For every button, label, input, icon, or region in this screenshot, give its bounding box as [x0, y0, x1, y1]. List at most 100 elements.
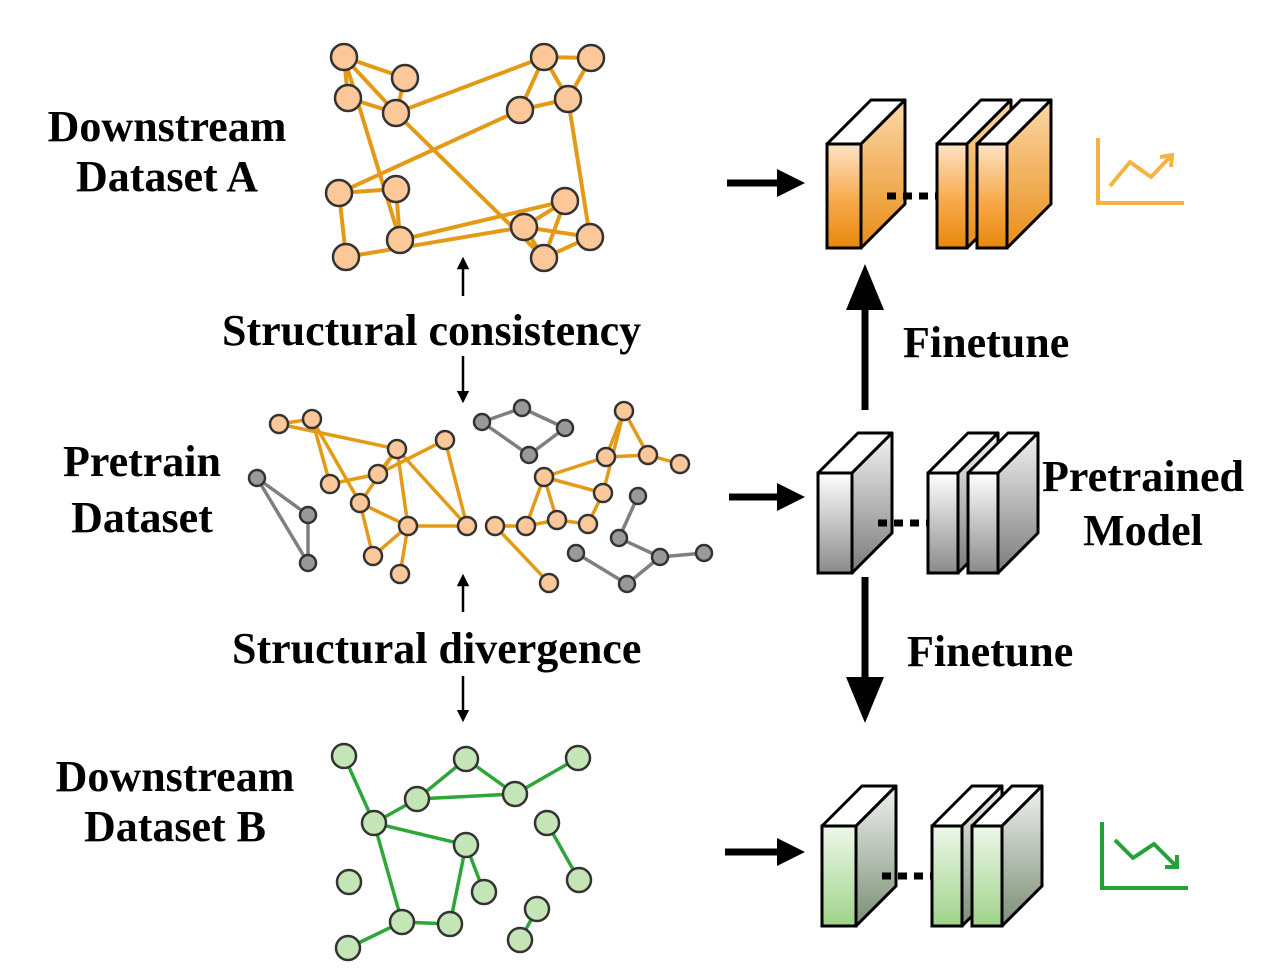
graph-downstream-b-node: [335, 868, 363, 896]
graph-pretrain-orange-node: [533, 466, 555, 488]
graph-downstream-b-node: [452, 831, 480, 859]
graph-pretrain-orange-edge: [278, 422, 398, 451]
downstream-dataset-b-line2: Dataset B: [83, 802, 267, 851]
model-pretrained-layer-1: [816, 431, 894, 575]
model-downstream-b-layer-1-front: [820, 824, 858, 928]
graph-downstream-b: [330, 742, 593, 962]
model-downstream-a-layer-1: [825, 98, 907, 250]
graph-pretrain-gray-left-node: [298, 505, 318, 525]
arrow-finetune-up-head: [846, 264, 884, 310]
graph-downstream-a-node: [529, 42, 559, 72]
pretrain-dataset-line1: Pretrain: [62, 437, 222, 486]
graph-pretrain-orange-node: [362, 545, 384, 567]
downstream-dataset-b-line1: Downstream: [55, 752, 295, 801]
model-downstream-b-layer-2-front: [930, 824, 964, 928]
arrow-to-pretrained-model-head: [777, 483, 805, 511]
graph-downstream-a-edge: [399, 199, 566, 242]
graph-pretrain-orange-edge: [377, 438, 446, 476]
graph-downstream-a-node: [509, 212, 539, 242]
graph-pretrain-orange-edge: [310, 418, 362, 504]
model-pretrained: [816, 431, 1040, 575]
pretrained-model-line2: Model: [1083, 506, 1203, 555]
graph-downstream-b-node: [533, 809, 561, 837]
graph-pretrain-gray-top-node: [512, 398, 532, 418]
graph-pretrain-orange-node: [515, 515, 537, 537]
model-pretrained-layer-3-front: [966, 471, 1000, 575]
arrow-to-model-b: [725, 838, 805, 866]
graph-pretrain-gray-right-node: [650, 547, 670, 567]
graph-pretrain-gray-top-edge: [480, 420, 531, 457]
graph-pretrain-gray-top-node: [519, 445, 539, 465]
model-pretrained-layer-3: [966, 431, 1040, 575]
pretrain-dataset-line2: Dataset: [71, 493, 213, 542]
graph-pretrain-gray-left-edge: [255, 477, 310, 564]
pretrain-dataset-label: Pretrain Dataset: [32, 434, 252, 546]
arrow-finetune-down: [846, 577, 884, 723]
graph-downstream-a-node: [553, 84, 583, 114]
graph-pretrain-gray-top-node: [555, 418, 575, 438]
graph-pretrain-gray-right-node: [566, 543, 586, 563]
arrow-to-pretrained-model: [729, 483, 805, 511]
graph-pretrain-orange-node: [367, 463, 389, 485]
arrow-finetune-down-head: [846, 677, 884, 723]
model-downstream-b-layer-3: [970, 784, 1044, 928]
graph-pretrain-orange: [268, 400, 691, 594]
model-layer: [816, 98, 1053, 928]
graph-pretrain-orange-edge: [493, 524, 551, 585]
graph-downstream-a-node: [331, 242, 361, 272]
graph-downstream-a-edge: [566, 98, 592, 238]
trend-up-line: [1108, 155, 1172, 188]
graph-downstream-b-edge: [372, 822, 404, 923]
trend-up-icon: [1096, 138, 1184, 205]
graph-downstream-b-edge: [448, 844, 468, 925]
arrow-to-model-b-head: [777, 838, 805, 866]
arrow-to-model-a-head: [777, 169, 805, 197]
graph-pretrain-gray-right-node: [617, 574, 637, 594]
graph-pretrain-gray-right-node: [694, 543, 714, 563]
graph-pretrain-gray-top-node: [472, 412, 492, 432]
graph-pretrain-orange-node: [389, 563, 411, 585]
graph-downstream-b-node: [388, 908, 416, 936]
graph-downstream-a-node: [329, 42, 359, 72]
graph-downstream-a-edge: [345, 225, 525, 259]
pretrained-model-label: Pretrained Model: [1028, 450, 1258, 558]
model-pretrained-layer-2-front: [926, 471, 960, 575]
graph-pretrain-orange-node: [268, 413, 290, 435]
trend-down-axes: [1100, 822, 1188, 890]
graph-downstream-a-node: [529, 243, 559, 273]
graph-downstream-a-edge: [338, 108, 521, 195]
graph-pretrain-orange-edge: [543, 455, 607, 479]
trend-down-arrowhead: [1165, 855, 1179, 869]
downstream-dataset-a-line1: Downstream: [47, 102, 287, 151]
model-downstream-a-layer-3-front: [975, 142, 1009, 250]
graph-downstream-a: [324, 42, 606, 273]
graph-pretrain-orange-node: [456, 515, 478, 537]
graph-pretrain-gray-right-node: [628, 486, 648, 506]
graph-downstream-a-node: [333, 83, 363, 113]
graph-downstream-a-node: [390, 63, 420, 93]
graph-pretrain-orange-node: [386, 438, 408, 460]
graph-pretrain-orange-node: [397, 515, 419, 537]
graph-pretrain-orange-edge: [310, 418, 332, 485]
finetune-top-label: Finetune: [903, 318, 1070, 367]
graph-pretrain-gray-top: [472, 398, 575, 465]
graph-pretrain-orange-node: [538, 572, 560, 594]
model-downstream-b-layer-3-front: [970, 824, 1004, 928]
model-downstream-a-layer-3: [975, 98, 1053, 250]
graph-downstream-a-edge: [395, 55, 545, 115]
graph-pretrain-gray-left-node: [298, 553, 318, 573]
pretrained-model-line1: Pretrained: [1041, 452, 1245, 501]
graph-pretrain-orange-node: [349, 492, 371, 514]
graph-pretrain-orange-node: [577, 513, 599, 535]
graph-pretrain-orange-node: [434, 429, 456, 451]
graph-downstream-b-edge: [373, 821, 467, 847]
graph-pretrain-orange-node: [669, 453, 691, 475]
graph-pretrain-orange-edge: [443, 439, 469, 527]
graph-pretrain-gray-left-node: [247, 468, 267, 488]
graph-downstream-a-node: [550, 186, 580, 216]
graph-pretrain-orange-node: [484, 515, 506, 537]
graph-downstream-b-node: [360, 809, 388, 837]
graph-downstream-b-node: [565, 866, 593, 894]
graph-pretrain-gray-left-edge: [255, 476, 310, 517]
